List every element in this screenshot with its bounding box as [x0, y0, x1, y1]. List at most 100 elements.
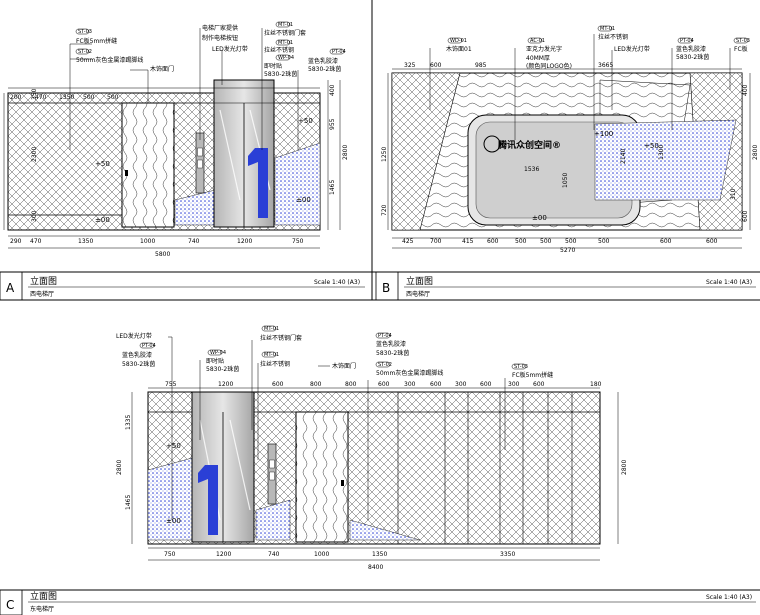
material-code: MT-01	[264, 352, 279, 358]
callout-label: 制作电梯按钮	[202, 34, 238, 42]
svg-text:2800: 2800	[342, 145, 349, 160]
svg-text:8400: 8400	[368, 564, 383, 571]
svg-text:600: 600	[660, 238, 672, 245]
side-dims-c: 2800 1335 2800 1465	[116, 415, 628, 510]
elevation-a: +50 +50 ±00 ±00 200 470 1350 500 500 290…	[0, 21, 365, 301]
svg-text:3350: 3350	[500, 551, 515, 558]
svg-text:800: 800	[310, 381, 322, 388]
svg-text:800: 800	[345, 381, 357, 388]
material-code: PT-04	[680, 38, 694, 44]
svg-text:750: 750	[292, 238, 304, 245]
material-code: WP-04	[210, 350, 226, 356]
svg-text:600: 600	[533, 381, 545, 388]
svg-text:1000: 1000	[314, 551, 329, 558]
callout-label: 50mm灰色金属漆踢脚线	[376, 369, 443, 377]
svg-text:2800: 2800	[621, 460, 628, 475]
svg-text:600: 600	[480, 381, 492, 388]
material-code: ST-02	[378, 362, 392, 368]
side-dims-a: 400 955 1465 2800 350 2300 300	[31, 84, 349, 222]
svg-text:600: 600	[487, 238, 499, 245]
inner-dims-b: 1536 1050 2140 1300	[524, 145, 665, 188]
callout-label: 木饰面门	[150, 65, 174, 73]
svg-text:200: 200	[10, 94, 22, 101]
svg-text:290: 290	[10, 238, 22, 245]
svg-text:600: 600	[430, 62, 442, 69]
floor-number-graphic-a	[248, 148, 268, 218]
callout-label: 拉丝不锈钢门套	[264, 29, 306, 37]
svg-text:1200: 1200	[237, 238, 252, 245]
panel-scale: Scale 1:40 (A3)	[706, 594, 752, 601]
blue-paint-area-c3	[349, 519, 421, 541]
svg-text:425: 425	[402, 238, 414, 245]
svg-text:1200: 1200	[218, 381, 233, 388]
panel-letter: C	[6, 598, 14, 612]
callout-label: FC板5mm拼缝	[512, 371, 553, 379]
svg-text:310: 310	[730, 188, 737, 200]
callout-label: 拉丝不锈钢	[260, 360, 290, 368]
bottom-dims-a: 290 470 1350 1000 740 1200 750 5800	[10, 238, 304, 258]
blue-paint-area-c2	[255, 499, 291, 541]
svg-text:1350: 1350	[59, 94, 74, 101]
material-code: PT-04	[142, 343, 156, 349]
material-code: ST-03	[78, 29, 92, 35]
callout-label: 5830-2珠茵	[376, 349, 409, 357]
svg-text:400: 400	[329, 84, 336, 96]
blue-paint-area-b	[594, 119, 737, 201]
material-code: MT-01	[600, 26, 615, 32]
material-code: ST-02	[78, 49, 92, 55]
panel-title: 立面图	[30, 590, 57, 602]
svg-text:1536: 1536	[524, 166, 539, 173]
svg-text:1050: 1050	[562, 173, 569, 188]
svg-text:1350: 1350	[372, 551, 387, 558]
callout-label: 5830-2珠茵	[264, 70, 297, 78]
callout-label: LED发光灯带	[212, 45, 248, 53]
level-mark: ±00	[296, 196, 311, 204]
blue-paint-area-a2	[274, 142, 321, 226]
svg-text:415: 415	[462, 238, 474, 245]
callout-label: (颜色同LOGO色)	[526, 62, 572, 70]
svg-text:740: 740	[268, 551, 280, 558]
callout-label: 5830-2珠茵	[308, 65, 341, 73]
panel-title: 立面图	[406, 275, 433, 287]
top-dims-a: 200 470 1350 500 500	[10, 94, 119, 101]
blue-paint-area-c	[147, 457, 193, 541]
callout-label: LED发光灯带	[116, 332, 152, 340]
svg-text:300: 300	[508, 381, 520, 388]
callout-label: 蓝色乳胶漆	[122, 351, 152, 359]
wood-door-c	[295, 411, 349, 543]
svg-text:300: 300	[31, 210, 38, 222]
side-dims-b: 400 2800 310 600 1250 720	[381, 84, 759, 222]
svg-text:1465: 1465	[125, 495, 132, 510]
material-code: PT-04	[378, 333, 392, 339]
svg-text:750: 750	[164, 551, 176, 558]
panel-scale: Scale 1:40 (A3)	[706, 279, 752, 286]
callout-label: 拉丝不锈钢	[264, 46, 294, 54]
material-code: MT-01	[264, 326, 279, 332]
level-mark: +100	[594, 130, 613, 138]
callout-label: 即时贴	[264, 62, 282, 70]
callouts-a	[69, 28, 299, 150]
svg-text:325: 325	[404, 62, 416, 69]
callouts-c	[168, 336, 506, 520]
svg-text:500: 500	[107, 94, 119, 101]
material-code: PT-04	[332, 49, 346, 55]
callout-label: 蓝色乳胶漆	[676, 45, 706, 53]
svg-text:1300: 1300	[658, 145, 665, 160]
svg-text:600: 600	[742, 210, 749, 222]
elevation-b: 腾讯众创空间® +100 +50 ±00 325 600 985 3665 42…	[375, 25, 759, 301]
level-mark: ±00	[532, 214, 547, 222]
svg-text:1250: 1250	[381, 147, 388, 162]
callout-label: FC板	[734, 45, 748, 53]
callout-label: 50mm灰色金属漆踢脚线	[76, 56, 143, 64]
svg-text:1200: 1200	[216, 551, 231, 558]
svg-text:470: 470	[35, 94, 47, 101]
wood-door-a	[121, 102, 175, 228]
callout-label: 蓝色乳胶漆	[308, 57, 338, 65]
panel-scale: Scale 1:40 (A3)	[314, 279, 360, 286]
svg-text:755: 755	[165, 381, 177, 388]
level-mark: +50	[298, 117, 313, 125]
svg-text:500: 500	[515, 238, 527, 245]
floor-number-graphic-c	[198, 465, 218, 535]
callout-label: 拉丝不锈钢	[598, 33, 628, 41]
